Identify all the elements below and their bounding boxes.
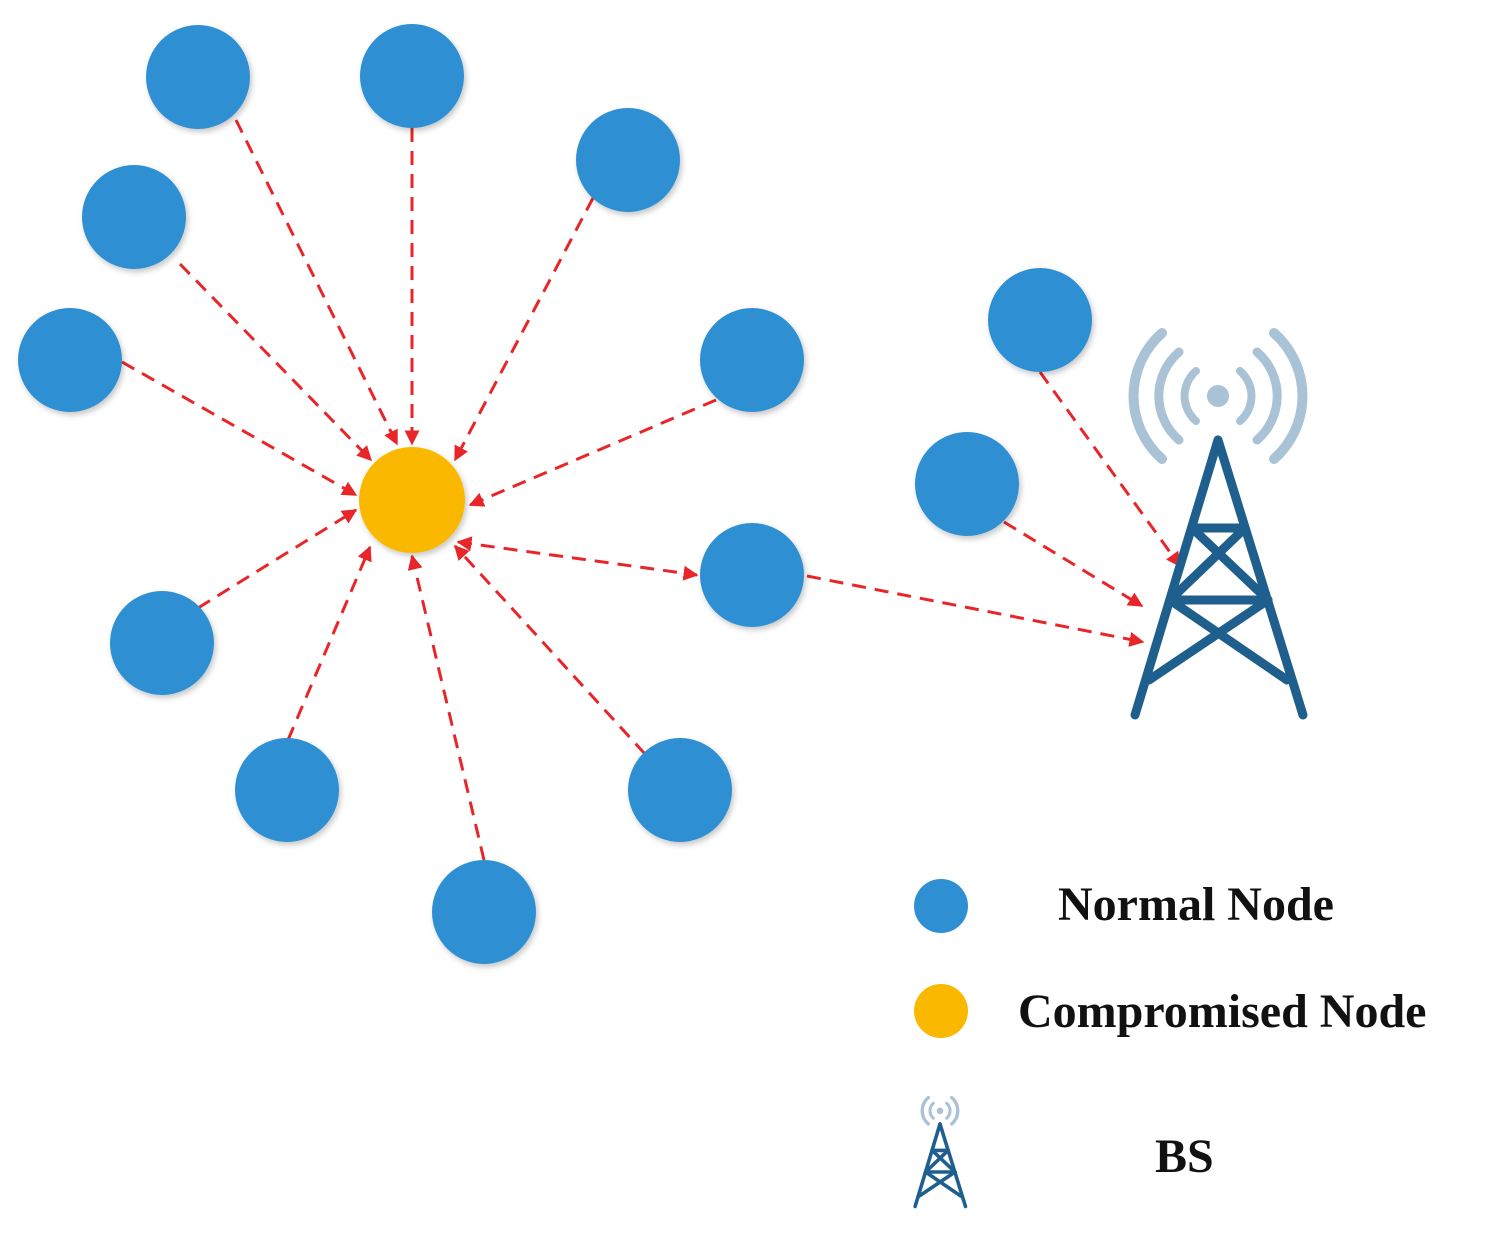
arrow-node3-to-compromised (453, 197, 595, 462)
arrow-node6-to-compromised (468, 398, 717, 507)
arrow-node9-to-compromised (286, 545, 372, 741)
legend-normal-node-label: Normal Node (1058, 878, 1334, 931)
normal-node (360, 24, 464, 128)
arrow-node7-to-compromised (197, 508, 358, 610)
legend: Normal Node Compromised Node BS (913, 878, 1426, 1209)
arrow-node8-to-bs (806, 574, 1145, 647)
normal-node (82, 165, 186, 269)
arrow-node12-to-bs (1038, 371, 1182, 568)
legend-compromised-node-label: Compromised Node (1018, 985, 1426, 1038)
arrow-layer (121, 119, 1182, 861)
arrow-node4-to-compromised (178, 262, 373, 462)
arrow-node13-to-bs (1003, 520, 1144, 608)
legend-bs-label: BS (1155, 1130, 1214, 1183)
normal-node (146, 25, 250, 129)
arrow-node10-to-compromised (407, 554, 486, 861)
normal-node (628, 738, 732, 842)
normal-node (576, 108, 680, 212)
signal-waves-icon (1128, 328, 1308, 464)
normal-node (432, 860, 536, 964)
arrow-compromised-node8 (456, 536, 699, 581)
normal-node (110, 591, 214, 695)
arrow-node11-to-compromised (453, 544, 647, 756)
arrow-node5-to-compromised (121, 360, 358, 497)
normal-node (700, 523, 804, 627)
normal-node (700, 308, 804, 412)
legend-bs-tower-icon (913, 1095, 968, 1209)
normal-node (235, 738, 339, 842)
base-station-tower-icon (1128, 328, 1308, 715)
normal-node (18, 308, 122, 412)
legend-normal-node-swatch (914, 879, 968, 933)
legend-compromised-node-swatch (914, 984, 968, 1038)
arrow-node1-to-compromised (234, 119, 399, 446)
normal-node (915, 432, 1019, 536)
normal-node (988, 268, 1092, 372)
compromised-node (359, 447, 465, 553)
